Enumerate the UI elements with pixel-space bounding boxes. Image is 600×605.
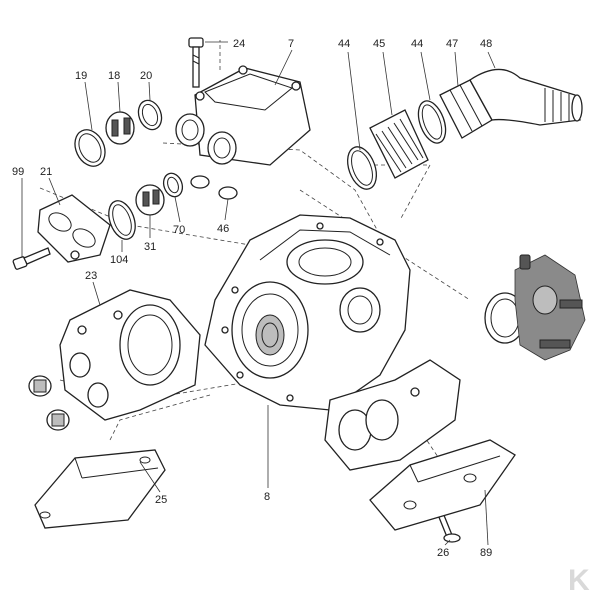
ring-part-104 bbox=[108, 200, 136, 240]
plug-fittings bbox=[28, 375, 70, 431]
assembled-pump-photo bbox=[484, 254, 586, 361]
ring-part-70 bbox=[162, 172, 184, 198]
washer-part-46 bbox=[190, 175, 238, 200]
label-20: 20 bbox=[140, 70, 152, 82]
bracket-part-89 bbox=[369, 439, 516, 531]
label-44-right: 44 bbox=[411, 38, 423, 50]
label-23: 23 bbox=[85, 270, 97, 282]
label-46: 46 bbox=[217, 223, 229, 235]
label-24: 24 bbox=[233, 38, 245, 50]
label-26: 26 bbox=[437, 547, 449, 559]
bolt-part-24 bbox=[188, 37, 204, 88]
label-45: 45 bbox=[373, 38, 385, 50]
leader-lines bbox=[21, 41, 496, 546]
svg-text:K: K bbox=[568, 564, 590, 597]
ring-part-44-left bbox=[347, 146, 377, 190]
label-18: 18 bbox=[108, 70, 120, 82]
label-48: 48 bbox=[480, 38, 492, 50]
label-7: 7 bbox=[288, 38, 294, 50]
label-8: 8 bbox=[264, 491, 270, 503]
valve-head-part-7 bbox=[175, 65, 311, 166]
valve-part-31 bbox=[135, 184, 165, 216]
valve-part-18 bbox=[105, 111, 135, 145]
label-44-left: 44 bbox=[338, 38, 350, 50]
housing-part-23 bbox=[59, 289, 201, 421]
elbow-hose-tail-part-48 bbox=[469, 68, 583, 126]
label-47: 47 bbox=[446, 38, 458, 50]
screw-part-99 bbox=[12, 247, 51, 270]
label-19: 19 bbox=[75, 70, 87, 82]
label-70: 70 bbox=[173, 224, 185, 236]
label-31: 31 bbox=[144, 241, 156, 253]
cover-part-21 bbox=[37, 194, 111, 263]
ring-part-19 bbox=[74, 129, 106, 167]
brand-logo: K bbox=[568, 564, 590, 597]
ring-part-20 bbox=[137, 99, 163, 131]
label-104: 104 bbox=[110, 254, 128, 266]
label-89: 89 bbox=[480, 547, 492, 559]
threaded-nipple-part-45 bbox=[369, 109, 429, 179]
pump-body-part-8 bbox=[204, 214, 411, 411]
part-labels: 24 7 44 45 44 47 48 19 18 20 99 21 31 70… bbox=[12, 38, 492, 559]
ring-part-44-right bbox=[417, 100, 447, 144]
label-25: 25 bbox=[155, 494, 167, 506]
bracket-part-25 bbox=[34, 449, 166, 529]
label-99: 99 bbox=[12, 166, 24, 178]
label-21: 21 bbox=[40, 166, 52, 178]
rear-housing bbox=[324, 359, 461, 471]
